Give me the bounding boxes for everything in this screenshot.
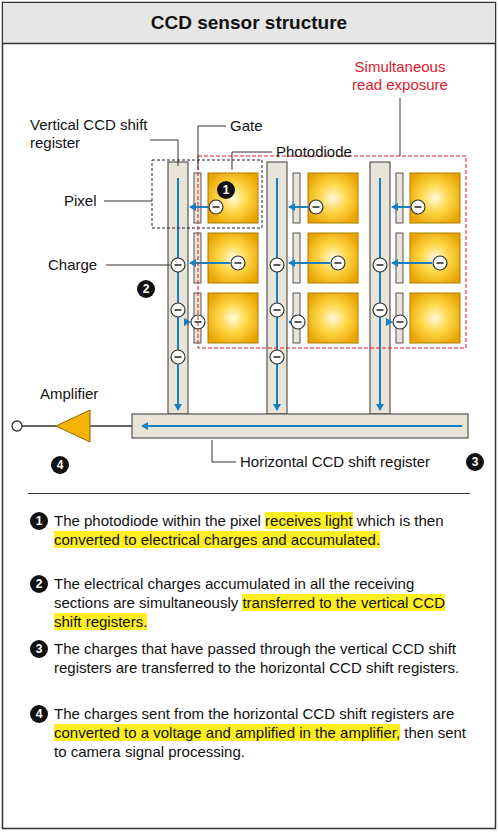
- transfer-arrow: [190, 206, 208, 208]
- part-label: Photodiode: [276, 143, 352, 161]
- part-label: Gate: [230, 117, 263, 135]
- transfer-arrow: [276, 178, 278, 410]
- photodiode: [410, 293, 460, 343]
- exposure-outline: [198, 156, 466, 348]
- charge-symbol: [309, 200, 323, 214]
- output-terminal: [12, 421, 22, 431]
- callout-number: 4: [30, 705, 48, 723]
- transfer-arrow: [392, 206, 410, 208]
- photodiode: [308, 233, 358, 283]
- gate: [293, 233, 300, 283]
- region-label: Simultaneous read exposure: [340, 58, 460, 94]
- charge-symbol: [270, 350, 284, 364]
- callout-number: 2: [30, 575, 48, 593]
- charge-symbol: [231, 256, 245, 270]
- callout-number: 3: [466, 453, 484, 471]
- callout-number: 2: [137, 280, 155, 298]
- charge-symbol: [433, 256, 447, 270]
- charge-symbol: [270, 303, 284, 317]
- divider: [28, 493, 470, 494]
- transfer-arrow: [177, 178, 179, 410]
- title-band: [3, 3, 495, 43]
- step-text: The photodiode within the pixel receives…: [54, 511, 472, 549]
- charge-symbol: [270, 258, 284, 272]
- charge-symbol: [393, 315, 407, 329]
- photodiode: [410, 173, 460, 223]
- transfer-arrow: [142, 425, 462, 427]
- vertical-register: [267, 162, 287, 414]
- charge-symbol: [171, 350, 185, 364]
- part-label: Horizontal CCD shift register: [240, 453, 430, 471]
- charge-symbol: [373, 258, 387, 272]
- gate: [293, 173, 300, 223]
- charge-symbol: [411, 200, 425, 214]
- charge-symbol: [171, 258, 185, 272]
- gate: [396, 233, 403, 283]
- wire: [90, 425, 132, 427]
- gate: [396, 173, 403, 223]
- amplifier-symbol: [56, 410, 90, 442]
- horizontal-register: [132, 414, 468, 438]
- transfer-arrow: [289, 321, 290, 323]
- vertical-register: [370, 162, 390, 414]
- transfer-arrow: [379, 178, 381, 410]
- vertical-register: [168, 162, 188, 414]
- leader-lines: [104, 98, 400, 462]
- part-label: Pixel: [64, 192, 97, 210]
- title-rule: [3, 43, 495, 45]
- step-text: The electrical charges accumulated in al…: [54, 574, 472, 631]
- panel-border: [3, 3, 496, 829]
- photodiode: [410, 233, 460, 283]
- photodiode: [308, 173, 358, 223]
- part-label: Vertical CCD shift register: [30, 116, 148, 152]
- charge-symbol: [291, 315, 305, 329]
- callout-number: 3: [30, 640, 48, 658]
- callout-number: 4: [51, 456, 69, 474]
- photodiode: [208, 293, 258, 343]
- transfer-arrow: [289, 262, 330, 264]
- step-text: The charges sent from the horizontal CCD…: [54, 704, 472, 761]
- callout-number: 1: [30, 512, 48, 530]
- charge-symbol: [209, 200, 223, 214]
- title: CCD sensor structure: [3, 3, 495, 43]
- charge-symbol: [331, 256, 345, 270]
- charge-symbol: [373, 303, 387, 317]
- wire: [22, 425, 56, 427]
- pixel-outline: [152, 160, 262, 228]
- part-label: Amplifier: [40, 385, 98, 403]
- callout-number: 1: [217, 181, 235, 199]
- part-label: Charge: [48, 256, 97, 274]
- step-text: The charges that have passed through the…: [54, 639, 472, 677]
- charge-symbol: [171, 303, 185, 317]
- transfer-arrow: [392, 262, 432, 264]
- photodiode: [308, 293, 358, 343]
- photodiode: [208, 173, 258, 223]
- transfer-arrow: [190, 262, 230, 264]
- photodiode: [208, 233, 258, 283]
- transfer-arrow: [289, 206, 308, 208]
